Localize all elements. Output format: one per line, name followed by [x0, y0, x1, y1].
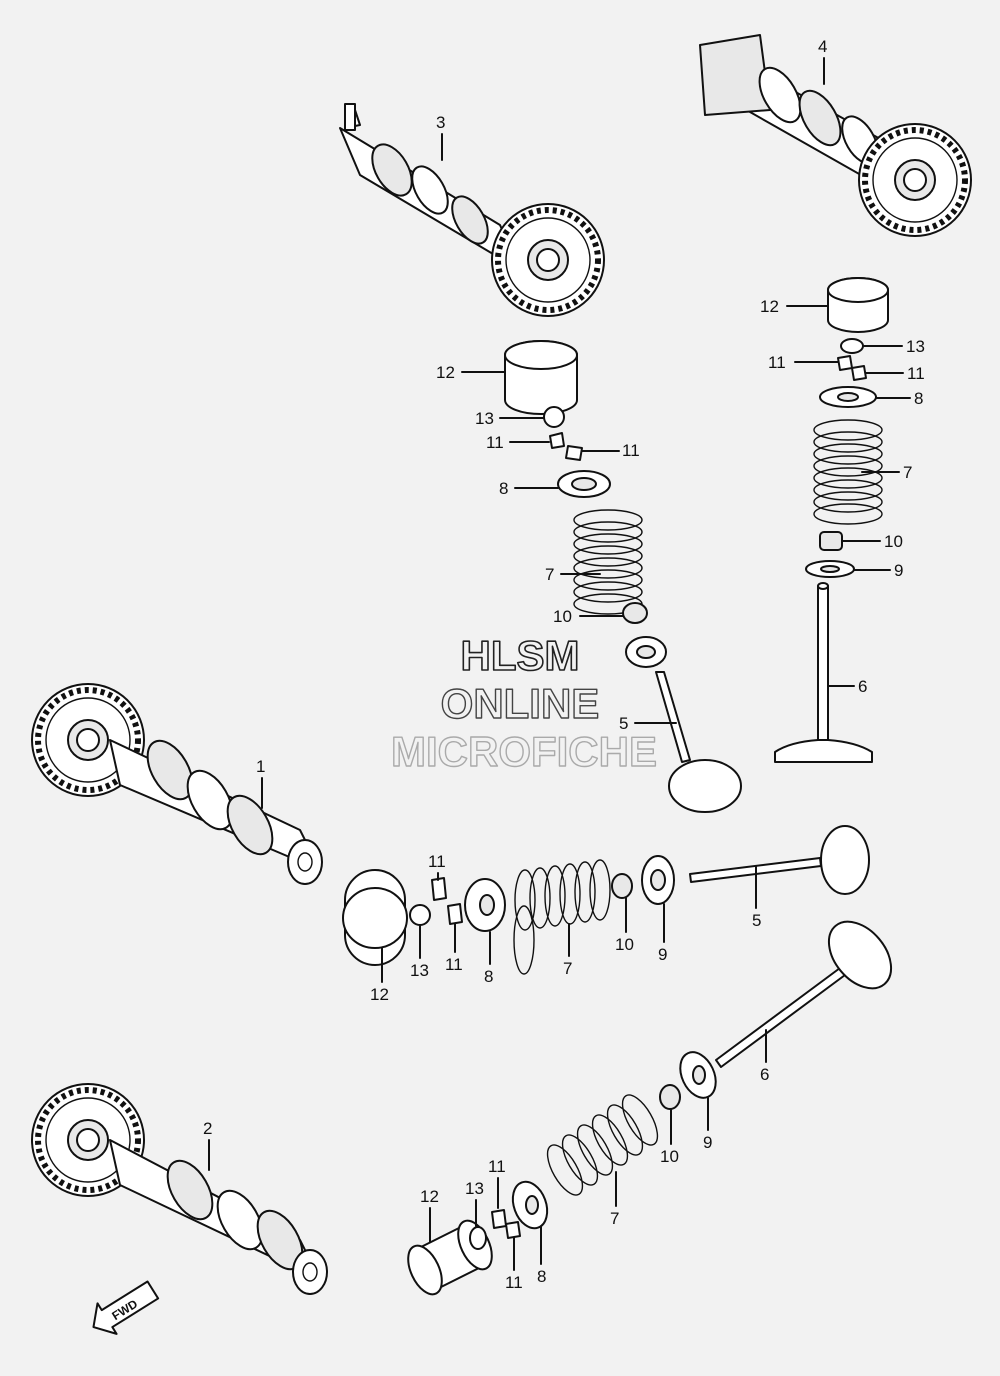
callout-11-g: 11 — [488, 1157, 506, 1176]
callout-13-c: 13 — [410, 961, 429, 980]
callout-6-b: 6 — [760, 1065, 769, 1084]
callout-1: 1 — [256, 757, 265, 776]
callout-11-a: 11 — [486, 433, 504, 452]
callout-7-b: 7 — [903, 463, 912, 482]
callout-13-b: 13 — [906, 337, 925, 356]
callout-10-a: 10 — [553, 607, 572, 626]
callout-10-c: 10 — [615, 935, 634, 954]
fwd-arrow-icon: FWD — [92, 1280, 160, 1335]
callout-9-b: 9 — [894, 561, 903, 580]
callout-12-a: 12 — [436, 363, 455, 382]
callout-12-d: 12 — [420, 1187, 439, 1206]
watermark: HLSM ONLINE MICROFICHE — [390, 631, 657, 776]
callout-6-a: 6 — [858, 677, 867, 696]
callout-8-d: 8 — [537, 1267, 546, 1286]
camshaft-4 — [699, 34, 971, 236]
callout-8-a: 8 — [499, 479, 508, 498]
callout-5-a: 5 — [619, 714, 628, 733]
callout-12-c: 12 — [370, 985, 389, 1004]
valve-assembly-right — [774, 277, 889, 763]
callout-11-e: 11 — [428, 852, 446, 871]
callout-3: 3 — [436, 113, 445, 132]
callout-11-h: 11 — [505, 1273, 523, 1292]
callout-10-d: 10 — [660, 1147, 679, 1166]
watermark-line1: HLSM — [461, 632, 580, 679]
callout-7-d: 7 — [610, 1209, 619, 1228]
camshaft-1 — [32, 684, 323, 885]
callout-5-b: 5 — [752, 911, 761, 930]
callout-13-a: 13 — [475, 409, 494, 428]
valve-assembly-horizontal — [342, 825, 870, 975]
callout-12-b: 12 — [760, 297, 779, 316]
callout-4: 4 — [818, 37, 827, 56]
camshaft-2 — [32, 1084, 328, 1295]
callout-9-c: 9 — [658, 945, 667, 964]
callout-11-f: 11 — [445, 955, 463, 974]
watermark-line3: MICROFICHE — [391, 728, 657, 775]
callout-2: 2 — [203, 1119, 212, 1138]
camshaft-3 — [339, 103, 604, 316]
callout-7-c: 7 — [563, 959, 572, 978]
callout-7-a: 7 — [545, 565, 554, 584]
callout-8-c: 8 — [484, 967, 493, 986]
callout-9-d: 9 — [703, 1133, 712, 1152]
callout-8-b: 8 — [914, 389, 923, 408]
watermark-line2: ONLINE — [441, 680, 600, 727]
valve-assembly-center — [504, 340, 742, 813]
callout-11-d: 11 — [907, 364, 925, 383]
callout-11-c: 11 — [768, 353, 786, 372]
callout-11-b: 11 — [622, 441, 640, 460]
callout-13-d: 13 — [465, 1179, 484, 1198]
callout-10-b: 10 — [884, 532, 903, 551]
valve-assembly-diagonal — [407, 920, 893, 1296]
